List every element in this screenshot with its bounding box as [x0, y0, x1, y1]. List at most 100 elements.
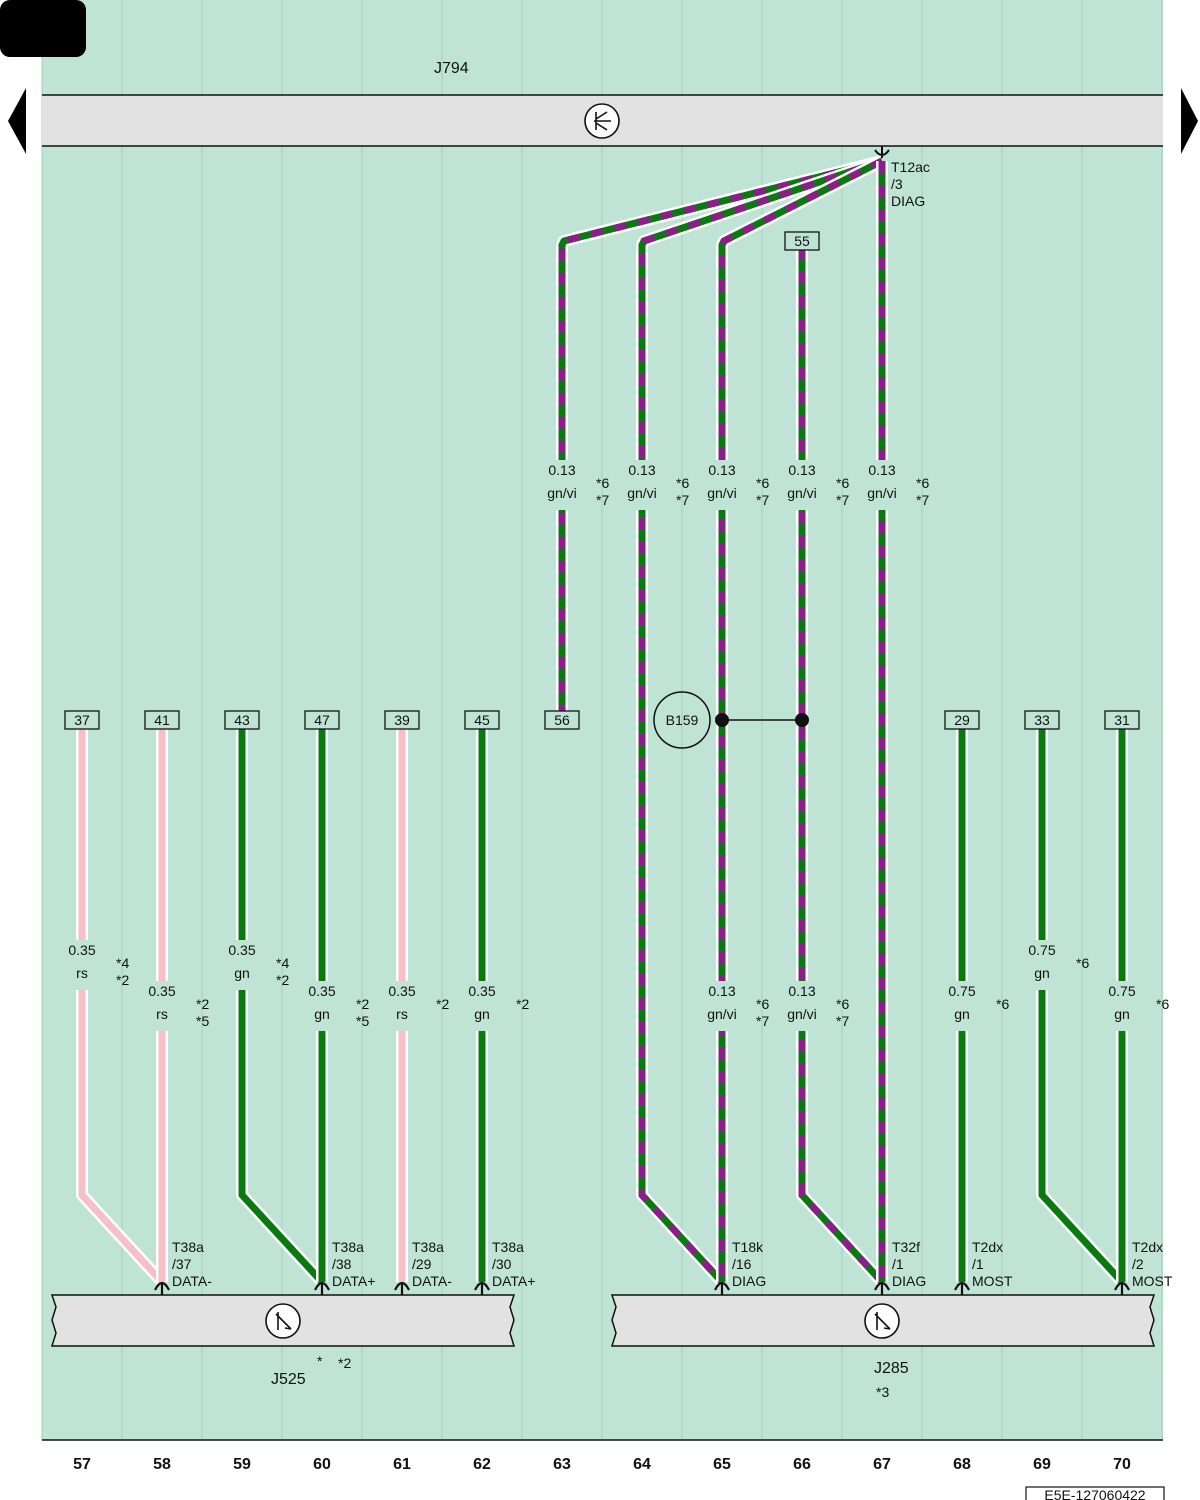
- wire-label-backdrop: [372, 981, 426, 1031]
- wire-col-66: [796, 248, 887, 1287]
- ref-box-31: 31: [1104, 710, 1140, 730]
- column-number: 69: [1033, 1456, 1051, 1473]
- wire-size: 0.13: [708, 983, 735, 999]
- wire-note: *7: [836, 1013, 849, 1029]
- pin-label-line: /16: [732, 1256, 752, 1272]
- column-number: 66: [793, 1456, 811, 1473]
- wire-color: gn/vi: [547, 485, 577, 501]
- ref-box-45: 45: [464, 710, 500, 730]
- column-number: 60: [313, 1456, 331, 1473]
- wire-core: [638, 157, 884, 1285]
- wire-note: *2: [516, 996, 529, 1012]
- ref-box-label: 47: [314, 712, 330, 728]
- ref-box-label: 29: [954, 712, 970, 728]
- pin-connector-icon: [714, 1281, 730, 1295]
- wire-label-backdrop: [772, 460, 826, 510]
- pin-label-line: /30: [492, 1256, 512, 1272]
- ref-box-frame: [944, 710, 980, 730]
- wire-color: gn/vi: [707, 485, 737, 501]
- wire-label-backdrop: [532, 460, 586, 510]
- wire-note: *2: [436, 996, 449, 1012]
- ref-box-29: 29: [944, 710, 980, 730]
- pin-connector-icon: [1114, 1281, 1130, 1295]
- column-number: 64: [633, 1456, 651, 1473]
- ref-box-56: 56: [544, 710, 580, 730]
- wires: [76, 155, 1128, 1287]
- wire-size: 0.13: [868, 462, 895, 478]
- previous-page-arrow-icon[interactable]: [8, 88, 26, 154]
- top-connector-line: T12ac: [891, 159, 930, 175]
- ref-box-frame: [384, 710, 420, 730]
- ref-box-frame: [784, 231, 820, 251]
- module-j794[interactable]: [42, 94, 1163, 147]
- wire-core: [238, 721, 325, 1285]
- wire-note: *7: [756, 492, 769, 508]
- column-number: 70: [1113, 1456, 1131, 1473]
- document-code: E5E-127060422: [1044, 1487, 1145, 1500]
- ref-box-55: 55: [784, 231, 820, 251]
- module-j525[interactable]: [50, 1294, 516, 1347]
- wire-size: 0.13: [548, 462, 575, 478]
- wire-label-backdrop: [292, 981, 346, 1031]
- wire-color: gn/vi: [787, 485, 817, 501]
- wire-stripe: [718, 157, 884, 1282]
- wire-note: *6: [756, 475, 769, 491]
- module-j285-label: J285: [874, 1360, 909, 1377]
- wire-color: gn: [314, 1006, 330, 1022]
- module-j285-note: *3: [876, 1384, 889, 1400]
- pin-connector-icon: [394, 1281, 410, 1295]
- pin-label-line: T2dx: [1132, 1239, 1163, 1255]
- wire-color: rs: [156, 1006, 168, 1022]
- ref-box-frame: [464, 710, 500, 730]
- ref-box-label: 45: [474, 712, 490, 728]
- ref-box-frame: [224, 710, 260, 730]
- ref-box-frame: [1104, 710, 1140, 730]
- wire-note: *6: [996, 996, 1009, 1012]
- wire-note: *5: [356, 1013, 369, 1029]
- pin-label-line: DIAG: [732, 1273, 766, 1289]
- splice-label: B159: [666, 712, 699, 728]
- wire-note: *6: [756, 996, 769, 1012]
- wire-label-backdrop: [132, 981, 186, 1031]
- pin-label-line: /38: [332, 1256, 352, 1272]
- splice-b159[interactable]: [653, 691, 809, 749]
- pin-label-line: T18k: [732, 1239, 764, 1255]
- wire-note: *6: [836, 996, 849, 1012]
- wire-label-backdrop: [692, 981, 746, 1031]
- wire-note: *6: [1156, 996, 1169, 1012]
- top-connector-line: DIAG: [891, 193, 925, 209]
- wire-note: *5: [196, 1013, 209, 1029]
- wire-note: *2: [196, 996, 209, 1012]
- ref-box-frame: [64, 710, 100, 730]
- ref-box-37: 37: [64, 710, 100, 730]
- control-unit-symbol-icon: [265, 1303, 301, 1339]
- wire-label-backdrop: [772, 981, 826, 1031]
- wire-note: *7: [596, 492, 609, 508]
- ref-box-label: 33: [1034, 712, 1050, 728]
- column-number: 63: [553, 1456, 571, 1473]
- wire-size: 0.13: [788, 462, 815, 478]
- wire-color: gn/vi: [867, 485, 897, 501]
- next-page-arrow-icon[interactable]: [1181, 88, 1198, 154]
- wire-size: 0.35: [388, 983, 415, 999]
- ref-box-39: 39: [384, 710, 420, 730]
- wire-labels: 0.13gn/vi*6*70.13gn/vi*6*70.13gn/vi*6*70…: [52, 460, 1169, 1031]
- module-j285[interactable]: [610, 1294, 1156, 1347]
- pin-connector-icon: [474, 1281, 490, 1295]
- wire-col-64: [636, 155, 884, 1287]
- control-unit-symbol-icon: [864, 1303, 900, 1339]
